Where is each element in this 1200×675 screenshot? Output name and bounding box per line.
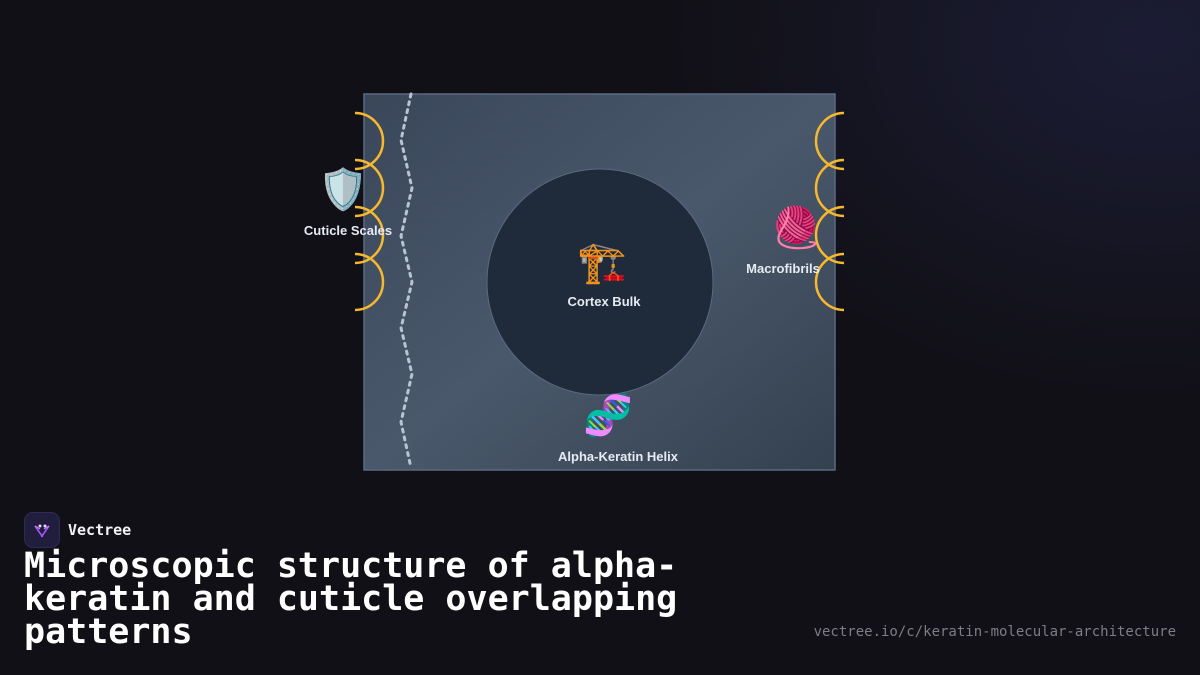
page-title: Microscopic structure of alpha-keratin a… — [24, 546, 678, 652]
vectree-logo-icon — [24, 512, 60, 548]
brand-name: Vectree — [68, 521, 132, 539]
yarn-icon: 🧶 — [771, 205, 821, 251]
cuticle-scales-label: Cuticle Scales — [303, 223, 393, 238]
shield-icon: 🛡️ — [318, 167, 368, 213]
brand: Vectree — [24, 512, 131, 548]
right-scale-arcs — [814, 111, 845, 312]
macrofibrils-label: Macrofibrils — [746, 261, 820, 276]
cortex-core-circle — [486, 168, 714, 396]
cuticle-boundary-dashed-line — [399, 92, 414, 470]
left-scale-arcs — [354, 111, 385, 312]
source-url: vectree.io/c/keratin-molecular-architect… — [813, 624, 1176, 640]
alpha-keratin-helix-label: Alpha-Keratin Helix — [558, 449, 678, 464]
cortex-bulk-label: Cortex Bulk — [567, 294, 641, 309]
crane-icon: 🏗️ — [577, 240, 627, 286]
dna-icon: 🧬 — [583, 393, 633, 439]
